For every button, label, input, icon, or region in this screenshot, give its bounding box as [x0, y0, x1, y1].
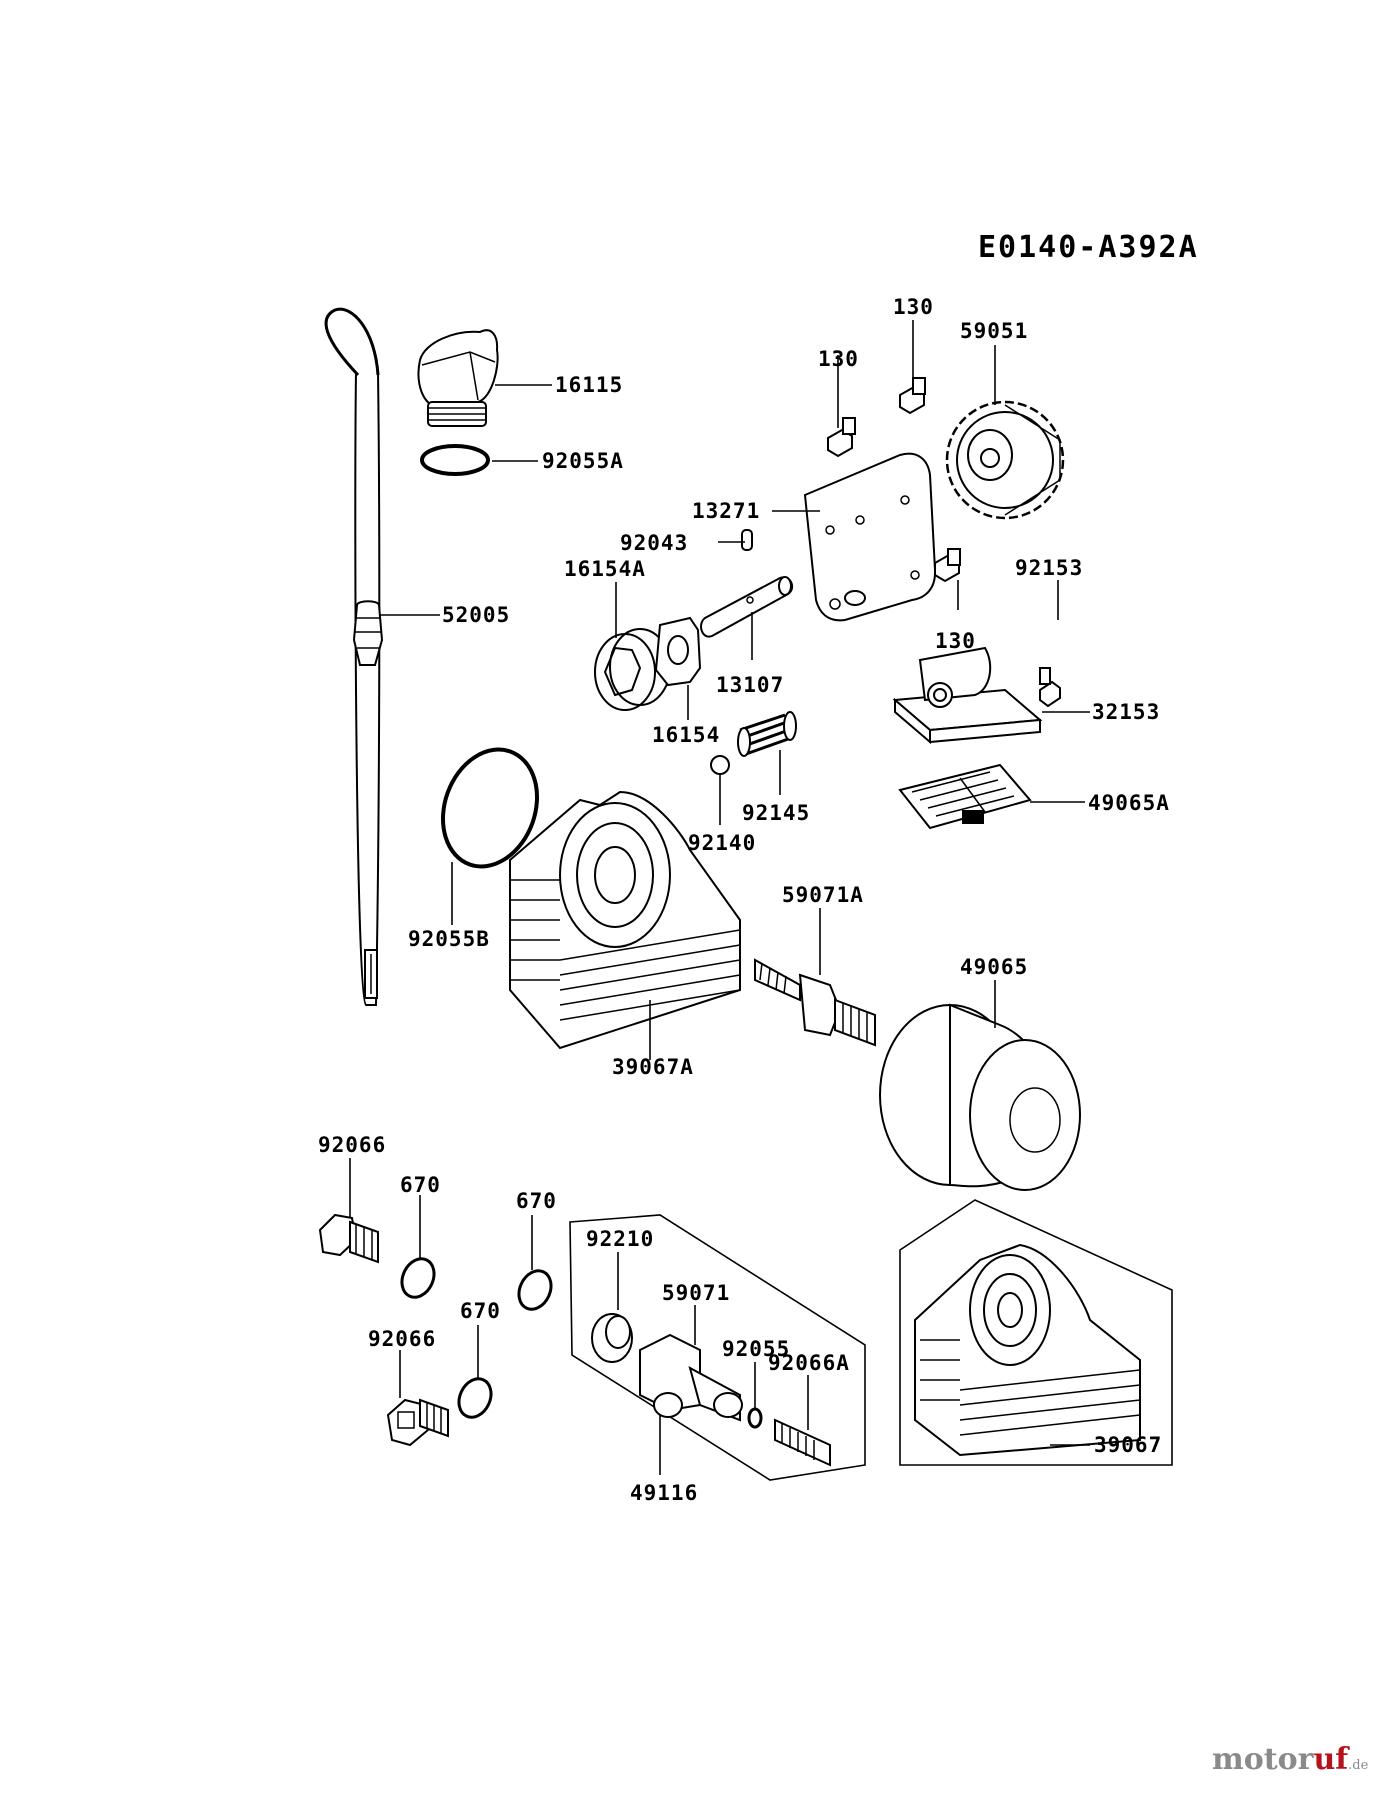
part-label-59071A: 59071A	[782, 883, 864, 907]
part-label-59071: 59071	[662, 1281, 730, 1305]
part-label-92210: 92210	[586, 1227, 654, 1251]
drive-gear-drawing	[945, 400, 1065, 520]
pump-cover-plate-drawing	[803, 452, 937, 622]
part-label-130-c: 130	[935, 629, 976, 653]
part-label-92066A: 92066A	[768, 1351, 850, 1375]
threaded-nipple-drawing	[754, 958, 876, 1047]
washer-670-c-drawing	[517, 1269, 553, 1311]
relief-ball-drawing	[710, 755, 730, 775]
logo-text-motor: motor	[1212, 1742, 1314, 1777]
part-label-92140: 92140	[688, 831, 756, 855]
logo-text-uf: uf	[1313, 1742, 1349, 1777]
strainer-screen-drawing	[898, 763, 1032, 830]
part-label-130-a: 130	[818, 347, 859, 371]
bolt-130-drawing	[827, 377, 961, 583]
inner-rotor-drawing	[654, 616, 702, 687]
part-label-16154: 16154	[652, 723, 720, 747]
leader-lines	[349, 320, 1090, 1475]
part-label-39067: 39067	[1094, 1433, 1162, 1457]
oil-filler-cap-drawing	[417, 329, 499, 476]
part-label-16154A: 16154A	[564, 557, 646, 581]
oil-strainer-drawing	[892, 646, 1061, 745]
oil-filter-drawing	[879, 1003, 1081, 1191]
part-label-92066-a: 92066	[318, 1133, 386, 1157]
part-label-92055B: 92055B	[408, 927, 490, 951]
diagram-code: E0140-A392A	[978, 230, 1199, 265]
part-label-92153: 92153	[1015, 556, 1083, 580]
o-ring-92055B-drawing	[440, 747, 540, 869]
washer-670-a-drawing	[400, 1257, 436, 1299]
part-label-670-c: 670	[460, 1299, 501, 1323]
part-label-670-a: 670	[400, 1173, 441, 1197]
oil-cooler-drawing	[509, 790, 741, 1050]
oil-cooler-inset-drawing	[899, 1199, 1173, 1466]
part-label-39067A: 39067A	[612, 1055, 694, 1079]
part-label-52005: 52005	[442, 603, 510, 627]
logo-text-suffix: .de	[1348, 1758, 1369, 1773]
part-label-670-b: 670	[516, 1189, 557, 1213]
part-label-13107: 13107	[716, 673, 784, 697]
part-label-92145: 92145	[742, 801, 810, 825]
part-label-92055A: 92055A	[542, 449, 624, 473]
part-label-92043: 92043	[620, 531, 688, 555]
drain-plug-upper-drawing	[318, 1213, 379, 1264]
part-label-49116: 49116	[630, 1481, 698, 1505]
part-label-130-b: 130	[893, 295, 934, 319]
part-label-92066-b: 92066	[368, 1327, 436, 1351]
part-label-16115: 16115	[555, 373, 623, 397]
pump-shaft-drawing	[700, 529, 794, 638]
part-label-13271: 13271	[692, 499, 760, 523]
drain-plug-lower-drawing	[386, 1398, 449, 1447]
relief-spring-drawing	[737, 711, 797, 757]
part-label-49065: 49065	[960, 955, 1028, 979]
part-label-59051: 59051	[960, 319, 1028, 343]
watermark-logo: motoruf.de	[1212, 1742, 1368, 1777]
washer-670-b-drawing	[457, 1377, 493, 1419]
dipstick-drawing	[324, 307, 384, 1006]
part-label-92055: 92055	[722, 1337, 790, 1361]
part-label-49065A: 49065A	[1088, 791, 1170, 815]
bypass-valve-assembly-drawing	[569, 1214, 866, 1481]
part-label-32153: 32153	[1092, 700, 1160, 724]
